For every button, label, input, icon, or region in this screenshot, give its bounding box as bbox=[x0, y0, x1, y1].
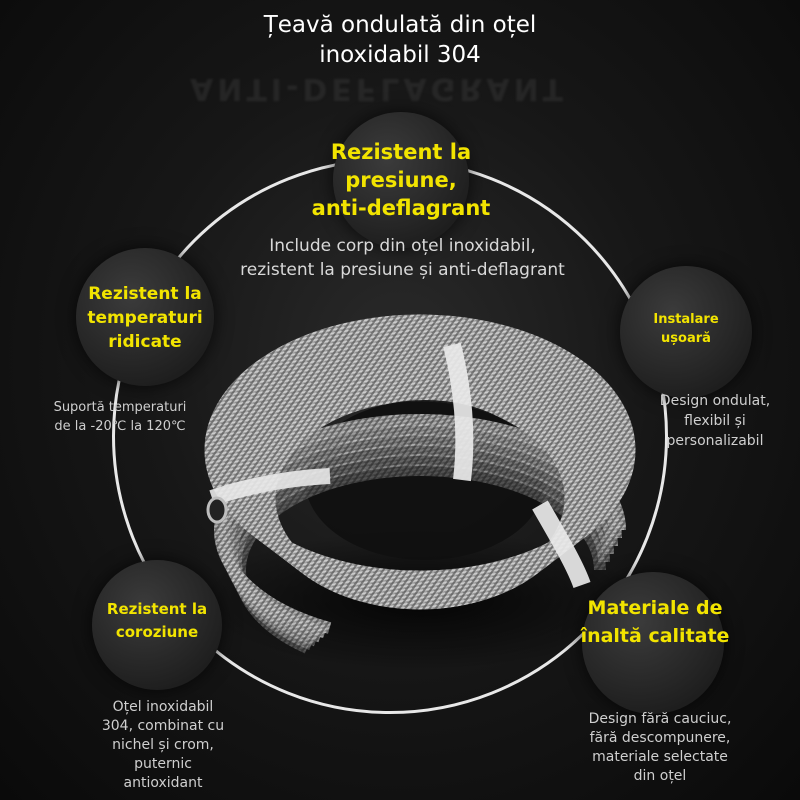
desc-corrosion: Oțel inoxidabil 304, combinat cu nichel … bbox=[101, 699, 225, 791]
page-title: Țeavă ondulată din oțel inoxidabil 304 bbox=[200, 10, 600, 70]
desc-temperature: Suportă temperaturi de la -20℃ la 120℃ bbox=[53, 400, 187, 434]
bubble-temperature bbox=[76, 248, 214, 386]
label-materials: Materiale de înaltă calitate bbox=[580, 597, 730, 647]
hose-coil-lower-turn bbox=[234, 464, 606, 676]
strap-right bbox=[532, 500, 591, 589]
bubble-materials bbox=[582, 572, 724, 714]
label-temperature: Rezistent la temperaturi ridicate bbox=[87, 284, 203, 352]
desc-install: Design ondulat, flexibil și personalizab… bbox=[659, 393, 771, 449]
label-install: Instalare ușoară bbox=[653, 312, 719, 346]
title-line-2: inoxidabil 304 bbox=[319, 42, 481, 68]
bubble-install bbox=[620, 266, 752, 398]
strap-left bbox=[209, 468, 331, 506]
bubble-pressure bbox=[333, 112, 469, 248]
hose-end bbox=[206, 496, 228, 524]
desc-materials: Design fără cauciuc, fără descompunere, … bbox=[588, 711, 732, 784]
label-pressure: Rezistent la presiune, anti-deflagrant bbox=[311, 140, 491, 220]
desc-pressure: Include corp din oțel inoxidabil, rezist… bbox=[240, 236, 565, 280]
bubble-corrosion bbox=[92, 560, 222, 690]
strap-top bbox=[443, 342, 474, 482]
title-line-1: Țeavă ondulată din oțel bbox=[263, 12, 537, 38]
label-corrosion: Rezistent la coroziune bbox=[106, 600, 208, 641]
